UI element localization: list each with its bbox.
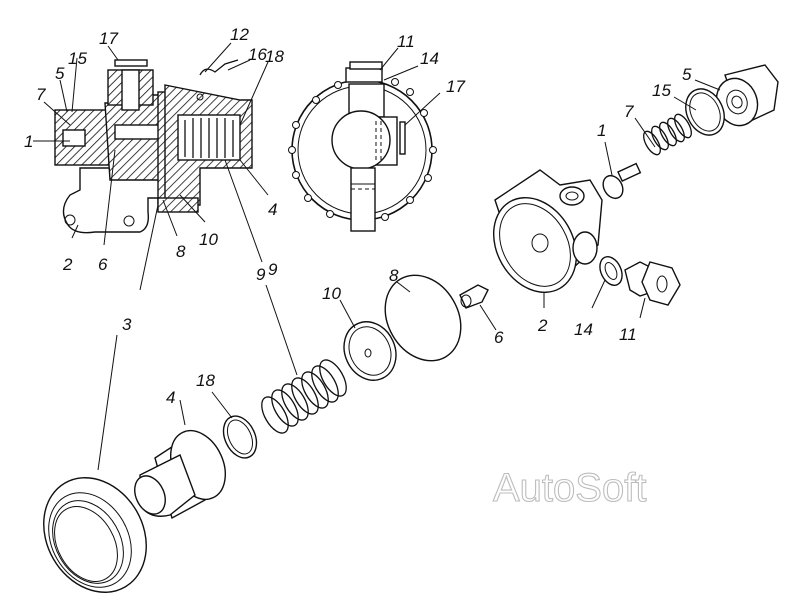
exploded-view-upper: 5 15 7 1 6 2 14 11 8 10 9 — [265, 64, 779, 381]
part-4-cap — [134, 430, 226, 520]
spring-9-section — [184, 118, 234, 158]
label-4: 4 — [268, 200, 277, 219]
label-5-exploded: 5 — [682, 65, 692, 84]
label-16: 16 — [248, 45, 267, 64]
sectional-view: 17 12 16 15 5 7 18 1 4 2 6 8 10 9 3 — [24, 25, 284, 334]
label-1-exploded: 1 — [597, 121, 606, 140]
label-6-exploded: 6 — [494, 328, 504, 347]
label-17: 17 — [99, 29, 118, 48]
label-18: 18 — [265, 47, 284, 66]
exploded-view-lower: 4 18 3 — [43, 334, 347, 593]
part-9-spring — [261, 359, 347, 434]
part-2-body — [492, 169, 603, 293]
autosoft-watermark: AutoSoft — [493, 466, 646, 510]
end-view: 11 14 17 — [288, 32, 465, 232]
label-10: 10 — [199, 230, 218, 249]
label-7-exploded: 7 — [624, 102, 634, 121]
label-14-end-view: 14 — [420, 49, 439, 68]
label-6: 6 — [98, 255, 108, 274]
label-14-exploded: 14 — [574, 320, 593, 339]
label-4-exploded: 4 — [166, 388, 175, 407]
label-15-exploded: 15 — [652, 81, 671, 100]
label-17-end-view: 17 — [446, 77, 465, 96]
label-11-exploded: 11 — [619, 325, 637, 344]
part-5-plug — [715, 64, 779, 127]
label-15: 15 — [68, 49, 87, 68]
label-8: 8 — [176, 242, 186, 261]
part-3-ring-nut — [43, 477, 147, 593]
label-10-exploded: 10 — [322, 284, 341, 303]
label-12: 12 — [230, 25, 249, 44]
label-9-exploded: 9 — [268, 260, 278, 279]
label-1: 1 — [24, 132, 33, 151]
label-18-exploded: 18 — [196, 371, 215, 390]
label-3: 3 — [122, 315, 132, 334]
label-11-end-view: 11 — [397, 32, 415, 51]
label-7: 7 — [36, 85, 46, 104]
label-2-exploded: 2 — [537, 316, 548, 335]
label-8-exploded: 8 — [389, 266, 399, 285]
part-7-spring — [643, 113, 692, 156]
label-2: 2 — [62, 255, 73, 274]
label-9: 9 — [256, 265, 266, 284]
label-5: 5 — [55, 64, 65, 83]
